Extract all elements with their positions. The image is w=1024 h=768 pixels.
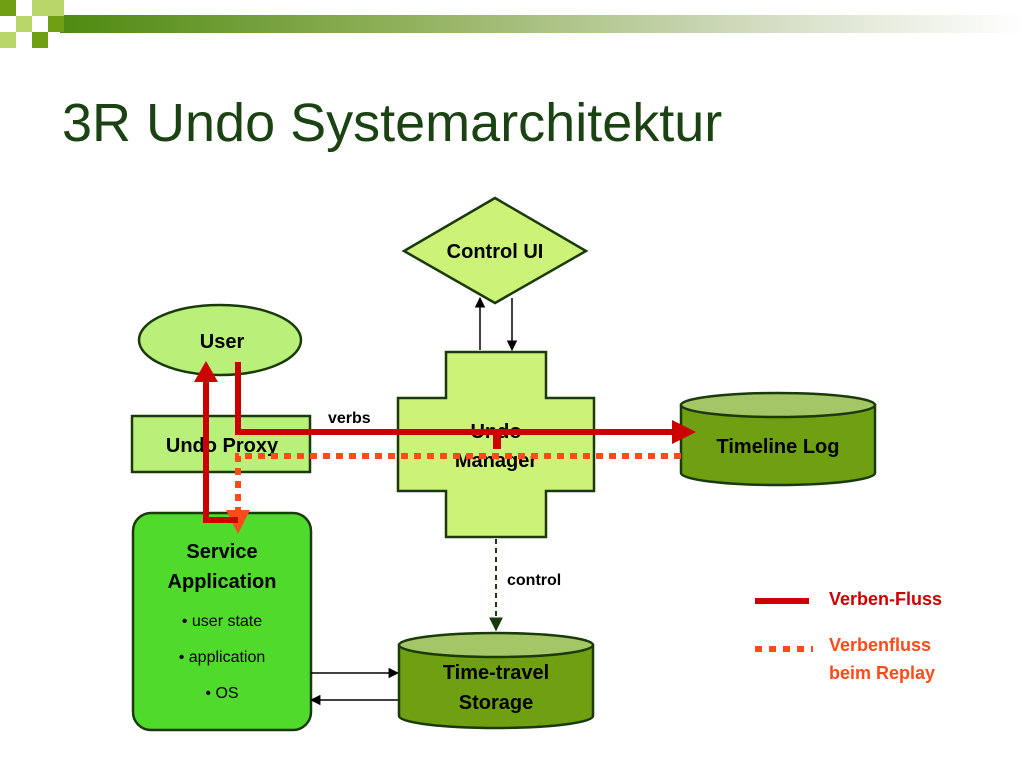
undo-proxy-label: Undo Proxy [166,435,279,457]
service-application-item: • user state [182,613,262,630]
user-node: User [137,303,303,377]
deco-square [16,16,32,32]
deco-square [48,16,64,32]
verb-flow-arrowhead-forward [672,420,696,444]
time-travel-storage-top [397,631,595,659]
verb-flow-path-return [203,380,238,523]
time-travel-storage-node: Time-travel Storage [397,631,595,730]
legend-verb-flow-label: Verben-Fluss [829,589,942,609]
timeline-log-body [679,403,877,487]
service-application-node: Service Application • user state • appli… [131,511,313,732]
service-application-item: • OS [205,685,238,702]
deco-square [48,0,64,16]
control-edge-label: control [507,572,561,589]
service-application-item: • application [179,649,266,666]
timeline-log-label: Timeline Log [717,436,840,458]
legend-replay-flow-label-line1: Verbenfluss [829,635,931,655]
time-travel-storage-label-line1: Time-travel [443,662,549,684]
user-shape [137,303,303,377]
service-application-shape [131,511,313,732]
deco-square [0,0,16,16]
undo-manager-label-line2: Manager [455,450,537,472]
deco-square [32,32,48,48]
slide-title: 3R Undo Systemarchitektur [62,93,723,153]
undo-proxy-node: Undo Proxy [130,414,312,474]
control-ui-node: Control UI [401,196,589,305]
legend: Verben-Fluss Verbenfluss beim Replay [755,589,942,683]
deco-square [0,32,16,48]
undo-proxy-shape [130,414,312,474]
replay-flow-path [235,453,681,510]
service-application-title-line1: Service [186,541,257,563]
verbs-edge-label: verbs [328,410,371,427]
legend-replay-flow-label-line2: beim Replay [829,663,935,683]
timeline-log-node: Timeline Log [679,391,877,487]
timeline-log-top [679,391,877,419]
verb-flow-arrowhead-return [194,361,218,382]
title-decoration [0,0,1024,48]
user-label: User [200,331,245,353]
service-application-title-line2: Application [168,571,277,593]
title-band [60,15,1024,33]
control-ui-shape [401,196,589,305]
time-travel-storage-body [397,643,595,730]
time-travel-storage-label-line2: Storage [459,692,533,714]
control-ui-label: Control UI [447,241,544,263]
deco-square [32,0,48,16]
verb-flow-path-forward [235,362,672,449]
